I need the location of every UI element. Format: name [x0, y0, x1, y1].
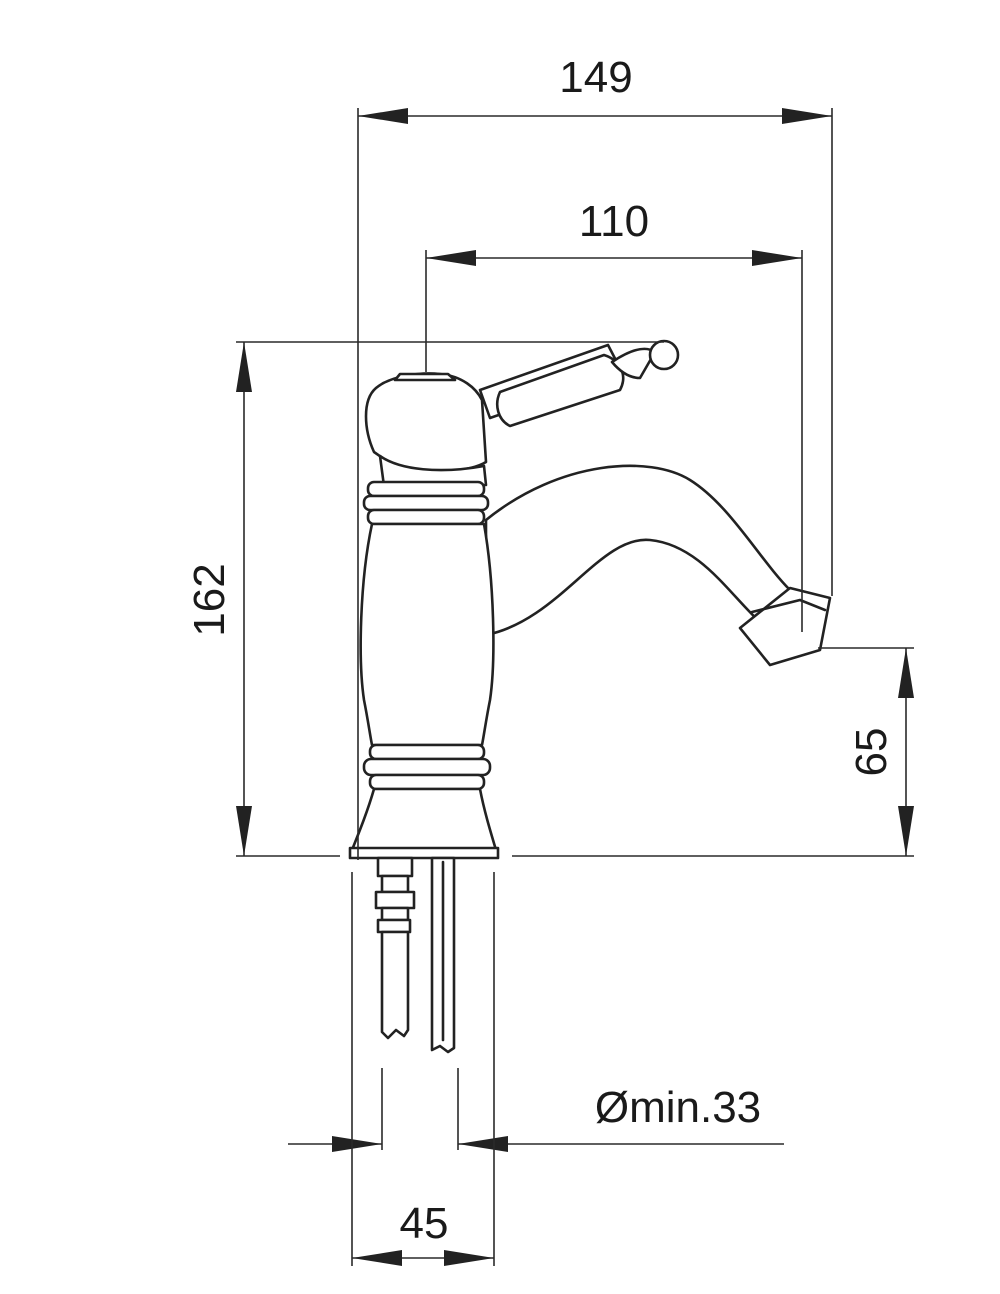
spout [484, 464, 792, 637]
handle-knob-neck [610, 347, 657, 380]
dimension-base-width: 45 [351, 872, 495, 1266]
supply-hose [374, 856, 416, 1040]
dimension-overall-width: 149 [357, 53, 833, 860]
lower-ring-1 [368, 743, 486, 761]
dimension-spout-height: 65 [512, 647, 914, 857]
lower-ring-3 [368, 773, 486, 791]
spout-aerator [738, 586, 832, 667]
dimension-base-width-label: 45 [400, 1199, 449, 1248]
handle-knob [648, 339, 680, 371]
lower-ring-2 [362, 757, 492, 777]
mounting-rod [430, 856, 456, 1054]
base-plate [348, 846, 500, 860]
head-neck [378, 454, 488, 488]
faucet-barrel [359, 522, 495, 747]
dimension-hole-diameter-label: Ømin.33 [595, 1083, 761, 1132]
handle-lever-grip [496, 353, 625, 428]
dimension-spout-height-label: 65 [847, 728, 896, 777]
dimension-spout-reach: 110 [425, 197, 803, 632]
dimension-overall-height-label: 162 [185, 563, 234, 636]
dimension-spout-reach-label: 110 [579, 197, 649, 246]
dimension-overall-width-label: 149 [559, 53, 632, 102]
upper-ring-3 [366, 508, 486, 526]
faucet-base [350, 787, 498, 852]
upper-ring-2 [362, 494, 490, 512]
faucet-outline [348, 339, 832, 1054]
dimension-overall-height: 162 [185, 341, 664, 857]
upper-ring-1 [366, 480, 486, 498]
head-cap [393, 372, 457, 382]
spout-aerator-ring [750, 598, 827, 614]
dimension-hole-diameter: Ømin.33 [288, 1068, 784, 1152]
